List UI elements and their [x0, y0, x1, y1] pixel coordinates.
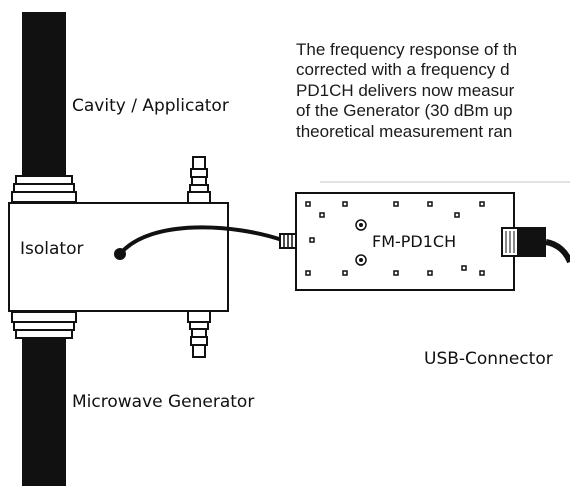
lower-flange [11, 311, 77, 339]
description-line: The frequency response of th [296, 40, 518, 59]
waveguide-lower [22, 312, 66, 486]
device-screws [305, 201, 485, 276]
upper-flange [11, 175, 77, 203]
description-line: corrected with a frequency d [296, 60, 510, 80]
usb-label: USB-Connector [424, 349, 553, 369]
device-body [295, 192, 515, 291]
description-line: of the Generator (30 dBm up [296, 101, 513, 121]
upper-hose-nozzle [187, 156, 211, 204]
isolator-label: Isolator [20, 239, 84, 259]
device-posts [355, 219, 367, 266]
waveguide-upper [22, 12, 66, 202]
cavity-label: Cavity / Applicator [72, 96, 229, 116]
usb-plug [518, 227, 546, 257]
usb-cable [545, 239, 570, 264]
description-line: PD1CH delivers now measur [296, 80, 515, 100]
description-line: theoretical measurement ran [296, 121, 513, 141]
generator-label: Microwave Generator [72, 392, 255, 412]
device-label: FM-PD1CH [372, 232, 457, 251]
lower-hose-nozzle [187, 310, 211, 358]
description-text: The frequency response of th corrected w… [296, 40, 570, 142]
rf-cable [118, 225, 283, 256]
